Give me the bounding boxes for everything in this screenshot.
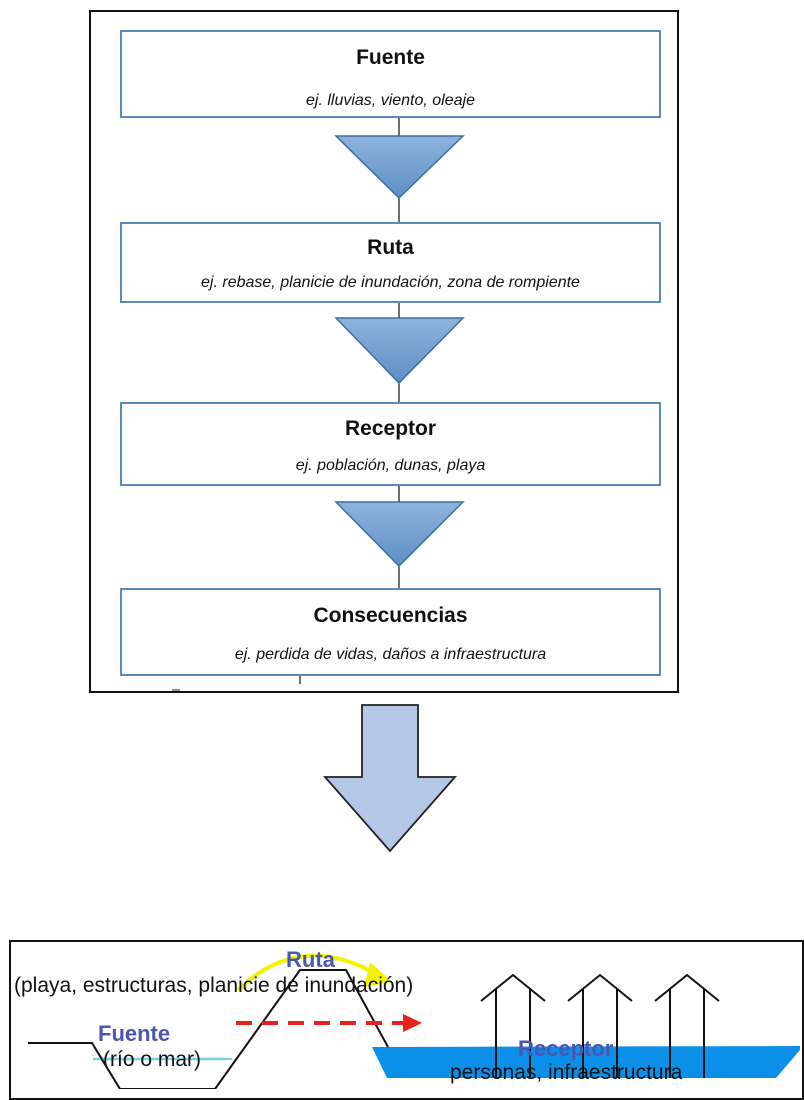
stage-box-receptor: Receptor ej. población, dunas, playa <box>120 402 661 486</box>
stage-box-ruta: Ruta ej. rebase, planicie de inundación,… <box>120 222 661 303</box>
flow-arrow-head <box>403 1014 422 1032</box>
funnel-triangle-1 <box>334 135 465 200</box>
receptor-label: Receptor <box>518 1036 614 1061</box>
fuente-label: Fuente <box>98 1021 171 1046</box>
ruta-label: Ruta <box>286 947 335 972</box>
receptor-detail: personas, infraestructura <box>450 1061 683 1084</box>
stage-title: Fuente <box>356 46 425 69</box>
big-down-arrow-icon <box>323 704 457 853</box>
ruta-detail: (playa, estructuras, planicie de inundac… <box>14 974 414 997</box>
funnel-triangle-2 <box>334 317 465 385</box>
house-icon <box>567 973 633 1078</box>
stage-example: ej. perdida de vidas, daños a infraestru… <box>234 646 547 663</box>
stage-box-fuente: Fuente ej. lluvias, viento, oleaje <box>120 30 661 118</box>
floodplain-water <box>372 1046 800 1078</box>
stage-example: ej. rebase, planicie de inundación, zona… <box>201 274 580 291</box>
stage-box-consecuencias: Consecuencias ej. perdida de vidas, daño… <box>120 588 661 676</box>
funnel-triangle-3 <box>334 501 465 568</box>
stage-example: ej. lluvias, viento, oleaje <box>306 92 475 109</box>
overtopping-arrow <box>236 953 379 992</box>
house-icon <box>480 973 546 1078</box>
stage-title: Consecuencias <box>313 604 468 627</box>
house-icon <box>654 973 720 1078</box>
terrain-profile <box>28 969 389 1089</box>
fuente-detail: (río o mar) <box>103 1048 202 1071</box>
stage-example: ej. población, dunas, playa <box>295 457 486 474</box>
stage-title: Receptor <box>344 417 437 440</box>
stage-title: Ruta <box>367 236 414 259</box>
overtopping-arrow-head <box>364 962 392 987</box>
